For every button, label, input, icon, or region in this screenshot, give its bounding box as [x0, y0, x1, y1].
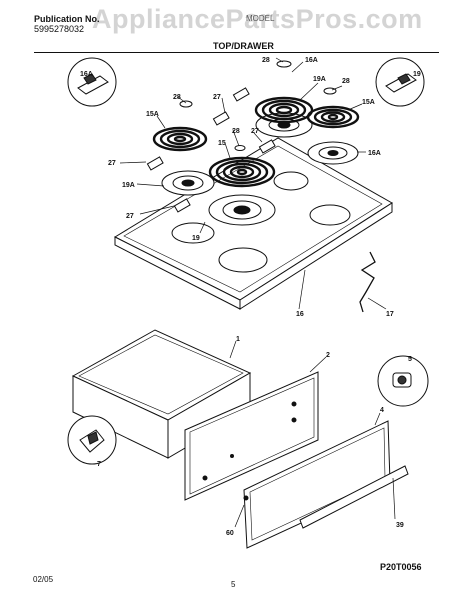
cap-28: [276, 60, 292, 68]
support-rod: [359, 251, 376, 313]
callout-28-center: 28: [232, 128, 240, 135]
callout-19-center: 19: [192, 235, 200, 242]
publication-number: 5995278032: [34, 24, 85, 34]
callout-1: 1: [236, 336, 240, 343]
callout-39: 39: [396, 522, 404, 529]
leader-lines: [119, 57, 396, 528]
section-title: TOP/DRAWER: [213, 41, 274, 51]
drawer-assembly: [71, 329, 409, 549]
footer-date: 02/05: [33, 575, 54, 584]
detail-circles-top: [67, 57, 425, 107]
callout-16A-left: 16A: [80, 71, 93, 78]
callout-7: 7: [97, 461, 101, 468]
cap-28: [179, 100, 193, 108]
receptacle-27: [173, 198, 191, 213]
cooktop-opening: [309, 204, 351, 226]
callout-15A-right: 15A: [362, 99, 375, 106]
callout-27-center: 27: [251, 128, 259, 135]
callout-19A-left: 19A: [122, 182, 135, 189]
callout-16A-top: 16A: [305, 57, 318, 64]
callout-4: 4: [380, 407, 384, 414]
callout-15A-left: 15A: [146, 111, 159, 118]
cooktop-opening: [218, 247, 268, 273]
receptacle-27: [258, 139, 276, 154]
callout-labels: 28 16A 19A 28 15A 16A 19 28 27 15A 28 27…: [80, 57, 421, 537]
callout-28-right: 28: [342, 78, 350, 85]
callout-16: 16: [296, 311, 304, 318]
callout-15: 15: [218, 140, 226, 147]
callout-28-top: 28: [262, 57, 270, 64]
coil-element-left: [152, 126, 208, 152]
callout-2: 2: [326, 352, 330, 359]
drawer-handle-trim: [299, 465, 409, 529]
callout-27-upper: 27: [213, 94, 221, 101]
cap-28: [234, 145, 246, 151]
cooktop-side-edge: [239, 202, 393, 310]
callout-27-left: 27: [108, 160, 116, 167]
coil-element-right: [306, 105, 360, 129]
drip-pan-front-large: [208, 194, 276, 226]
header-rule: [34, 52, 439, 53]
cooktop-opening: [273, 171, 309, 191]
page-number: 5: [231, 580, 236, 589]
cooktop-opening: [171, 222, 215, 244]
receptacle-27: [232, 87, 250, 102]
drip-pans: [161, 112, 359, 226]
callout-28-left: 28: [173, 94, 181, 101]
detail-circles-bottom: [67, 355, 429, 465]
model-label: MODEL: [246, 14, 275, 23]
callout-19-right: 19: [413, 71, 421, 78]
callout-5: 5: [408, 356, 412, 363]
figure-code: P20T0056: [380, 562, 422, 572]
callout-60: 60: [226, 530, 234, 537]
burner-coils: [152, 96, 360, 188]
watermark: AppliancePartsPros.com: [92, 4, 423, 34]
receptacle-27: [212, 111, 230, 126]
callout-17: 17: [386, 311, 394, 318]
coil-element-center-large: [208, 156, 276, 188]
callout-27-lower: 27: [126, 213, 134, 220]
drip-pan-rear-right: [307, 141, 359, 165]
receptacle-27: [146, 156, 164, 171]
drip-pan-rear-left: [161, 170, 215, 196]
callout-16A-right: 16A: [368, 150, 381, 157]
receptacles: [146, 87, 276, 213]
publication-label: Publication No.: [34, 14, 100, 24]
callout-19A-top: 19A: [313, 76, 326, 83]
coil-element-top-large: [254, 96, 314, 124]
small-caps: [179, 60, 337, 151]
